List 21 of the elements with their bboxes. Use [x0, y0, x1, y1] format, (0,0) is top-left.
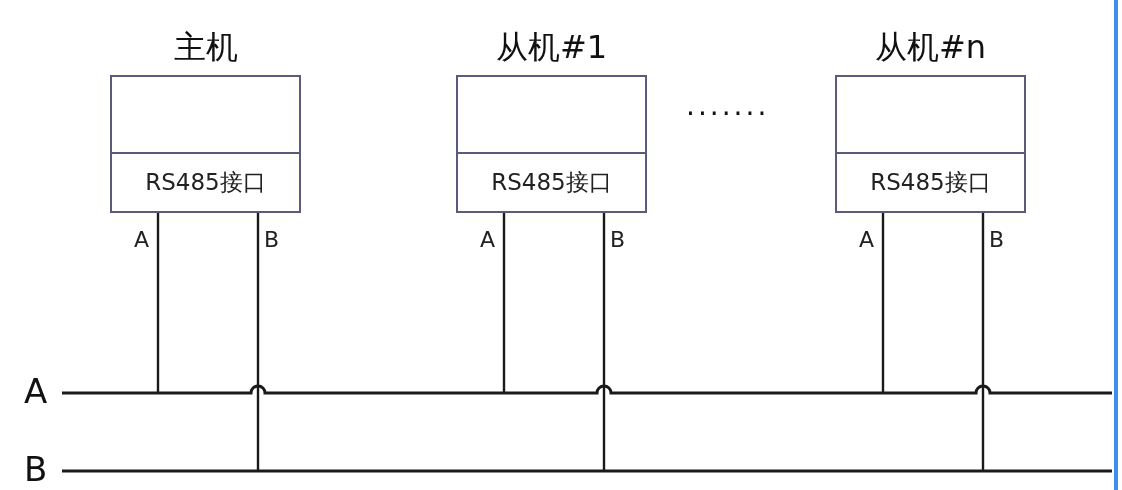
wire [602, 213, 606, 471]
edge-label: B [989, 229, 1005, 251]
device-title: 主机 [173, 31, 238, 63]
edge-label: A [480, 229, 496, 251]
device-title: 从机#n [874, 31, 987, 63]
edge-label: B [610, 229, 626, 251]
edge-label: B [264, 229, 280, 251]
bus-name: A [24, 374, 48, 408]
ellipsis-dots: ······· [686, 100, 770, 128]
wire [156, 213, 160, 393]
bus-name: B [24, 452, 48, 486]
wire [256, 213, 260, 471]
wire [881, 213, 885, 393]
wire [981, 213, 985, 471]
edge-label: A [859, 229, 875, 251]
device-title: 从机#1 [495, 31, 608, 63]
interface-label: RS485接口 [491, 168, 612, 198]
wire [502, 213, 506, 393]
edge-label: A [134, 229, 150, 251]
interface-label: RS485接口 [145, 168, 266, 198]
interface-label: RS485接口 [870, 168, 991, 198]
